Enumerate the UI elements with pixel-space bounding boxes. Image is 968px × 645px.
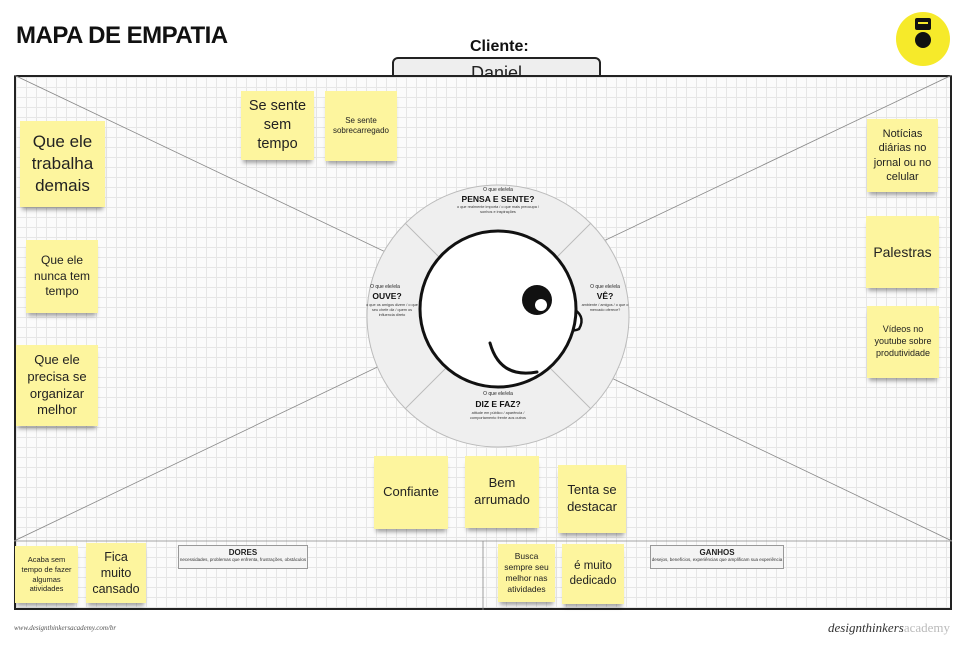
logo-mark-icon <box>915 18 931 48</box>
ouve-description: o que os amigos dizem / o que seu chefe … <box>366 303 418 317</box>
pensa-description: o que realmente importa / o que mais pre… <box>457 205 539 214</box>
ouve-heading: OUVE? <box>372 291 402 301</box>
sticky-note-dores-2[interactable]: Fica muito cansado <box>86 543 146 603</box>
dores-panel-label: DORES necessidades, problemas que enfren… <box>178 545 308 569</box>
ve-heading: VÊ? <box>596 291 614 301</box>
sticky-note-ganhos-1[interactable]: Busca sempre seu melhor nas atividades <box>498 544 555 602</box>
ganhos-panel-label: GANHOS desejos, benefícios, experiências… <box>650 545 784 569</box>
empathy-circle: O que ele/ela PENSA E SENTE? o que realm… <box>365 183 631 449</box>
sticky-note-diz-3[interactable]: Tenta se destacar <box>558 465 626 533</box>
ganhos-subtitle: desejos, benefícios, experiências que am… <box>651 557 783 562</box>
page-title: MAPA DE EMPATIA <box>16 22 228 49</box>
pensa-heading: PENSA E SENTE? <box>461 194 535 204</box>
sticky-note-ouve-2[interactable]: Que ele nunca tem tempo <box>26 240 98 313</box>
footer-url[interactable]: www.designthinkersacademy.com/br <box>14 624 117 632</box>
head-illustration-icon <box>366 184 630 448</box>
diz-description: atitude em público / aparência / comport… <box>470 411 526 420</box>
diagonal-line-top-left <box>14 75 437 277</box>
sticky-note-ouve-3[interactable]: Que ele precisa se organizar melhor <box>16 345 98 426</box>
sticky-note-diz-1[interactable]: Confiante <box>374 456 448 529</box>
footer-brand-main: designthinkers <box>828 620 904 635</box>
dores-title: DORES <box>228 548 258 557</box>
ve-description: ambiente / amigos / o que o mercado ofer… <box>581 303 629 312</box>
footer-brand-accent: academy <box>903 620 951 635</box>
sticky-note-pensa-2[interactable]: Se sente sobrecarregado <box>325 91 397 161</box>
sticky-note-dores-1[interactable]: Acaba sem tempo de fazer algumas ativida… <box>15 546 78 603</box>
client-label: Cliente: <box>470 38 529 55</box>
dores-subtitle: necessidades, problemas que enfrenta, fr… <box>179 557 307 562</box>
diz-heading: DIZ E FAZ? <box>475 399 521 409</box>
ganhos-title: GANHOS <box>699 548 735 557</box>
ve-small-label: O que ele/ela <box>590 284 620 290</box>
footer-brand: designthinkersacademy <box>828 620 950 636</box>
sticky-note-ve-1[interactable]: Notícias diárias no jornal ou no celular <box>867 119 938 192</box>
sticky-note-ve-3[interactable]: Vídeos no youtube sobre produtividade <box>867 306 939 378</box>
diz-small-label: O que ele/ela <box>483 391 513 397</box>
diagonal-line-bottom-left <box>14 338 437 542</box>
sticky-note-ouve-1[interactable]: Que ele trabalha demais <box>20 121 105 207</box>
academy-logo <box>896 12 950 66</box>
pensa-small-label: O que ele/ela <box>483 187 513 193</box>
ouve-small-label: O que ele/ela <box>370 284 400 290</box>
sticky-note-pensa-1[interactable]: Se sente sem tempo <box>241 91 314 160</box>
sticky-note-diz-2[interactable]: Bem arrumado <box>465 456 539 528</box>
sticky-note-ve-2[interactable]: Palestras <box>866 216 939 288</box>
sticky-note-ganhos-2[interactable]: é muito dedicado <box>562 544 624 604</box>
